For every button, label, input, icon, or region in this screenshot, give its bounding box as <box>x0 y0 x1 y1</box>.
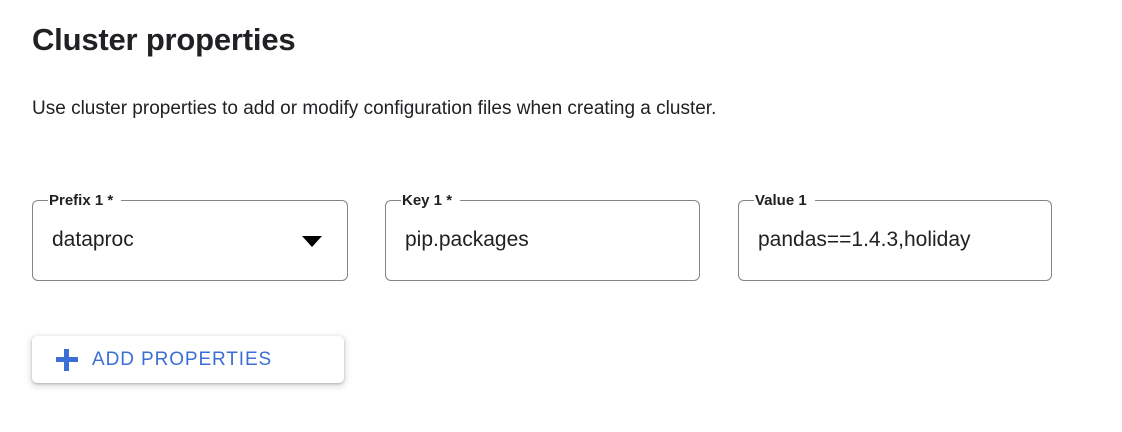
page-title: Cluster properties <box>32 22 296 57</box>
value-1-label: Value 1 <box>754 192 811 210</box>
prefix-1-label: Prefix 1 * <box>48 192 118 210</box>
plus-icon <box>56 348 78 371</box>
prefix-1-value[interactable]: dataproc <box>52 228 134 251</box>
add-properties-label: ADD PROPERTIES <box>92 348 273 370</box>
chevron-down-icon[interactable] <box>302 236 322 247</box>
prefix-1-select[interactable]: Prefix 1 * dataproc <box>32 192 348 281</box>
value-1-field[interactable]: Value 1 pandas==1.4.3,holiday <box>738 192 1052 281</box>
key-1-field[interactable]: Key 1 * pip.packages <box>385 192 700 281</box>
add-properties-button[interactable]: ADD PROPERTIES <box>32 336 344 383</box>
key-1-input[interactable]: pip.packages <box>405 228 529 251</box>
value-1-input[interactable]: pandas==1.4.3,holiday <box>758 228 971 251</box>
key-1-label: Key 1 * <box>401 192 457 210</box>
page-subtitle: Use cluster properties to add or modify … <box>32 98 717 119</box>
